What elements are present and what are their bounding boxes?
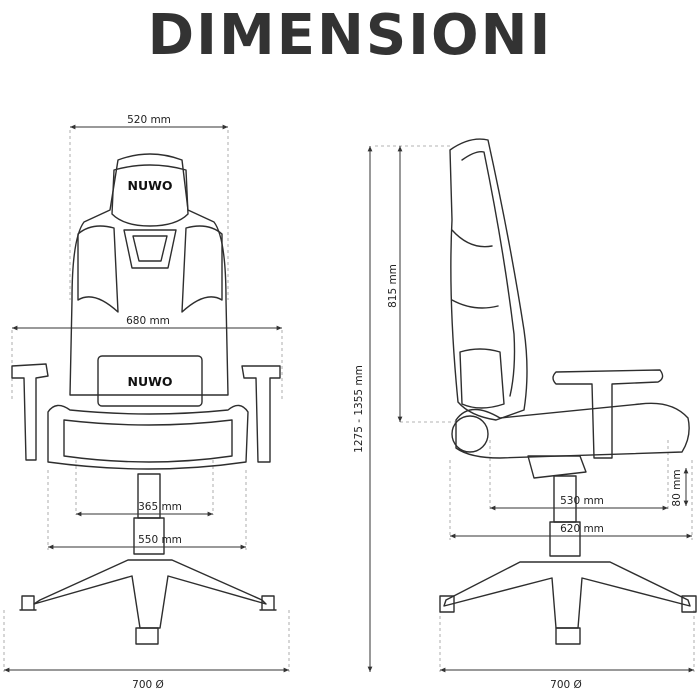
dim-total-height: 1275 - 1355 mm <box>353 365 365 453</box>
brand-logo-cushion: NUWO <box>127 374 172 389</box>
side-seat-roll <box>451 415 489 453</box>
side-seat <box>455 402 690 459</box>
caster-right <box>259 595 277 611</box>
dim-seat-width: 365 mm <box>138 501 182 513</box>
side-mechanism <box>527 455 587 479</box>
seat-inner <box>63 419 233 463</box>
backrest-outline <box>69 153 229 396</box>
armrest-left <box>11 363 49 461</box>
caster-center <box>135 627 159 645</box>
side-backrest <box>449 138 528 421</box>
caster-left <box>19 595 37 611</box>
backrest-logo-frame <box>123 229 177 269</box>
side-lumbar <box>459 348 505 409</box>
side-gas-lift-cover <box>549 521 581 557</box>
side-caster-center <box>555 627 581 645</box>
side-star-base <box>443 561 691 629</box>
dim-base-width-front: 700 Ø <box>132 679 164 691</box>
dim-backrest-height: 815 mm <box>387 264 399 308</box>
dim-overall-depth: 620 mm <box>560 523 604 535</box>
lumbar-cushion <box>97 355 203 407</box>
dim-backrest-width: 520 mm <box>127 114 171 126</box>
star-base <box>33 559 267 629</box>
seat-cushion <box>47 404 249 470</box>
side-caster-right <box>681 595 697 613</box>
backrest-logo-inner <box>132 235 168 262</box>
armrest-right <box>241 365 281 463</box>
side-backrest-wing <box>451 229 499 309</box>
side-caster-left <box>439 595 455 613</box>
page-title: DIMENSIONI <box>147 3 553 68</box>
front-view: NUWO NUWO 520 mm 680 mm 365 <box>3 114 290 691</box>
brand-logo-headrest: NUWO <box>127 178 172 193</box>
side-bolster-left <box>77 225 119 313</box>
side-bolster-right <box>181 225 223 313</box>
gas-lift-cover <box>133 517 165 555</box>
side-armrest <box>552 369 664 459</box>
dim-base-width-side: 700 Ø <box>550 679 582 691</box>
dim-seat-depth: 530 mm <box>560 495 604 507</box>
headrest-panel <box>111 164 189 227</box>
dim-adjust: 80 mm <box>671 469 683 506</box>
dim-armrest-width: 680 mm <box>126 315 170 327</box>
side-view: 1275 - 1355 mm 815 mm 530 mm 620 mm 80 m… <box>353 138 697 691</box>
side-backrest-inner <box>461 150 516 397</box>
dim-seat-outer-width: 550 mm <box>138 534 182 546</box>
